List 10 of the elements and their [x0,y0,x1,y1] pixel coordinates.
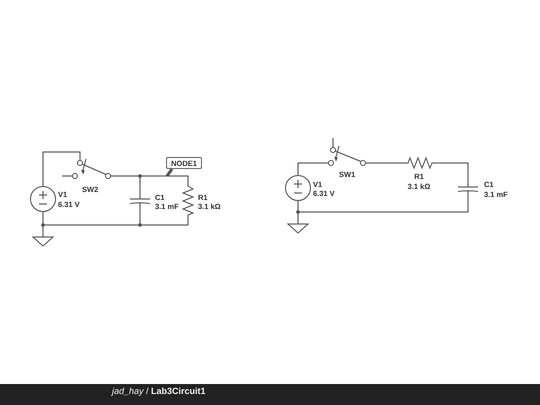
wire [298,198,468,212]
wire [42,212,44,232]
wire [432,162,468,180]
wire [140,176,188,192]
wire [298,162,320,176]
wire [42,210,140,226]
leader-line [166,168,174,177]
wire [366,162,406,164]
caption: jad_hay / Lab3Circuit1 [112,386,206,396]
wire [42,152,80,186]
